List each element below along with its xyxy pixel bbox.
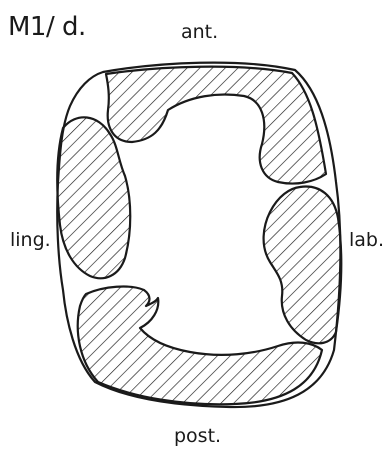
- cusp-lingual: [57, 117, 130, 278]
- cusp-labial: [264, 187, 342, 344]
- cusp-anterior: [106, 67, 326, 184]
